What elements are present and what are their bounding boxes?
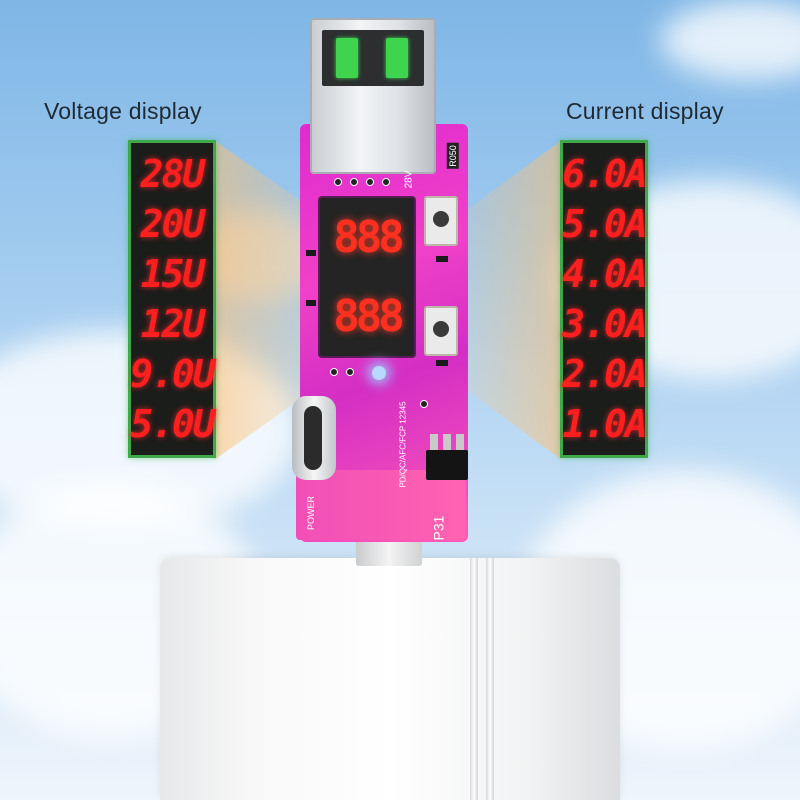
pcb-resistor-label: R050 [446, 143, 459, 169]
chip-pin [430, 434, 438, 450]
display-digits-bottom: 888 [333, 290, 405, 342]
chip-pin [456, 434, 464, 450]
up-button[interactable] [424, 196, 458, 246]
voltage-display-label: Voltage display [44, 98, 202, 124]
current-value: 3.0A [562, 302, 648, 346]
via [420, 400, 428, 408]
current-display-panel: 6.0A 5.0A 4.0A 3.0A 2.0A 1.0A [560, 140, 648, 458]
led-7-segment-display: 888 888 [318, 196, 416, 358]
button-cap [433, 211, 449, 227]
usb-a-port-opening [322, 30, 424, 86]
via [346, 368, 354, 376]
current-value: 4.0A [562, 252, 648, 296]
pcb-label-28v: 28V [403, 170, 415, 189]
usb-a-port [310, 18, 436, 174]
voltage-value: 5.0U [130, 402, 216, 446]
current-value: 2.0A [562, 352, 648, 396]
regulator-chip [426, 434, 468, 480]
pcb-protocol-label: PD/QC/AFC/FCP 12345 [398, 401, 408, 488]
smd-component [306, 250, 316, 256]
via [382, 178, 390, 186]
voltage-value: 28U [140, 152, 206, 196]
current-value: 6.0A [562, 152, 648, 196]
usb-c-port [292, 396, 336, 480]
adapter-edge [470, 558, 478, 800]
pcb-power-label: POWER [306, 495, 317, 531]
usb-pin [386, 38, 408, 78]
voltage-value: 9.0U [130, 352, 216, 396]
down-button[interactable] [424, 306, 458, 356]
via [334, 178, 342, 186]
current-value: 5.0A [562, 202, 648, 246]
voltage-value: 12U [140, 302, 206, 346]
button-cap [433, 321, 449, 337]
voltage-display-panel: 28U 20U 15U 12U 9.0U 5.0U [128, 140, 216, 458]
usb-c-port-opening [304, 406, 322, 470]
status-led-icon [372, 366, 386, 380]
power-adapter [160, 558, 620, 800]
voltage-value: 20U [140, 202, 206, 246]
cloud [660, 0, 800, 80]
current-value: 1.0A [562, 402, 648, 446]
light-beam-right [466, 140, 562, 460]
smd-component [306, 300, 316, 306]
usb-pin [336, 38, 358, 78]
smd-component [436, 256, 448, 262]
via [330, 368, 338, 376]
voltage-value: 15U [140, 252, 206, 296]
pcb-model-label: P31 [430, 515, 447, 541]
pcb-board-lower [296, 470, 466, 540]
adapter-edge [486, 558, 494, 800]
via [350, 178, 358, 186]
display-digits-top: 888 [333, 211, 405, 263]
smd-component [436, 360, 448, 366]
current-display-label: Current display [566, 98, 724, 124]
via [366, 178, 374, 186]
chip-pin [443, 434, 451, 450]
